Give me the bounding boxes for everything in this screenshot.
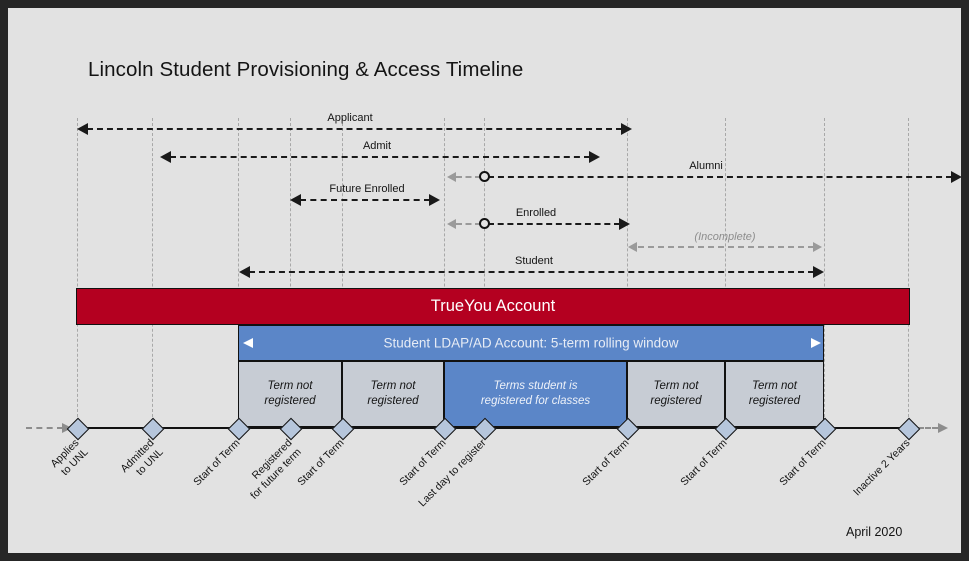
arrow-head-right [429,194,440,206]
term-cell-label: Term not registered [264,380,316,407]
arrow-head-left [160,151,171,163]
term-cell-label: Terms student is registered for classes [480,380,591,407]
arrow-tail-line [456,223,481,225]
gridline [824,118,825,427]
gridline [77,118,78,427]
term-cell: Term not registered [627,361,725,427]
milestone-marker[interactable] [141,417,165,441]
status-arrow-admit: Admit [8,140,961,163]
ldap-account-bar: Student LDAP/AD Account: 5-term rolling … [238,325,824,361]
status-arrow-label: Admit [362,140,392,152]
diagram-frame: Lincoln Student Provisioning & Access Ti… [8,8,961,553]
milestone-label: Applies to UNL [48,437,91,478]
status-arrow-label: Future Enrolled [329,183,405,195]
status-arrow-alumni: Alumni [8,160,961,183]
gridline [238,118,239,427]
arrow-line [488,176,952,178]
date-stamp: April 2020 [846,525,903,539]
page-title: Lincoln Student Provisioning & Access Ti… [88,58,524,81]
timeline-end-arrow-line [918,427,938,429]
milestone-label: Start of Term [295,437,347,489]
milestone-marker[interactable] [66,417,90,441]
status-arrow-label: Student [515,255,553,267]
milestone-marker[interactable] [897,417,921,441]
arrow-tail-line [456,176,481,178]
milestone-label: Inactive 2 Years [851,437,913,499]
arrow-head-right [621,123,632,135]
ldap-account-label: Student LDAP/AD Account: 5-term rolling … [383,335,679,351]
arrow-head-left [77,123,88,135]
arrow-head-left [628,242,637,252]
milestone-label: Start of Term [777,437,829,489]
term-cell-label: Term not registered [650,380,702,407]
milestone-label: Admitted to UNL [118,437,166,478]
status-arrow-incomplete: (Incomplete) [8,231,961,252]
status-arrow-applicant: Applicant [8,112,961,135]
milestone-label: Start of Term [580,437,632,489]
milestone-label: Registered for future term [248,437,304,502]
trueyou-account-bar: TrueYou Account [76,288,910,325]
status-arrow-future-enrolled: Future Enrolled [8,183,961,206]
timeline-start-arrow-line [26,427,63,429]
arrow-line [87,128,622,130]
gridline [152,118,153,427]
status-arrow-label: Enrolled [515,207,557,219]
milestone-label: Start of Term [191,437,243,489]
arrow-line [249,271,814,273]
arrow-head-right [589,151,600,163]
term-cell: Term not registered [342,361,444,427]
arrow-line [300,199,430,201]
arrow-head-right [813,242,822,252]
gridline [908,118,909,427]
arrow-origin-dot [479,171,490,182]
arrow-tail-head [447,172,456,182]
term-cell-label: Term not registered [748,380,801,407]
status-arrow-label: Alumni [689,160,723,172]
arrow-line [488,223,620,225]
term-cell: Terms student is registered for classes [444,361,627,427]
timeline-end-arrow-head [938,423,948,433]
milestone-label: Start of Term [678,437,730,489]
status-arrow-label: Applicant [327,112,373,124]
term-cell: Term not registered [725,361,824,427]
arrow-head-right [951,171,961,183]
arrow-tail-head [447,219,456,229]
arrow-head-left [239,266,250,278]
diagram-canvas: Lincoln Student Provisioning & Access Ti… [8,8,961,553]
ldap-arrow-right-head [811,338,821,348]
arrow-head-right [619,218,630,230]
arrow-line [170,156,590,158]
status-arrow-student: Student [8,255,961,278]
status-arrow-enrolled: Enrolled [8,207,961,230]
arrow-head-left [290,194,301,206]
status-arrow-label: (Incomplete) [694,231,756,243]
ldap-arrow-left-head [243,338,253,348]
arrow-line [638,246,814,248]
term-cell-label: Term not registered [367,380,419,407]
arrow-head-right [813,266,824,278]
arrow-origin-dot [479,218,490,229]
trueyou-account-label: TrueYou Account [430,297,556,315]
